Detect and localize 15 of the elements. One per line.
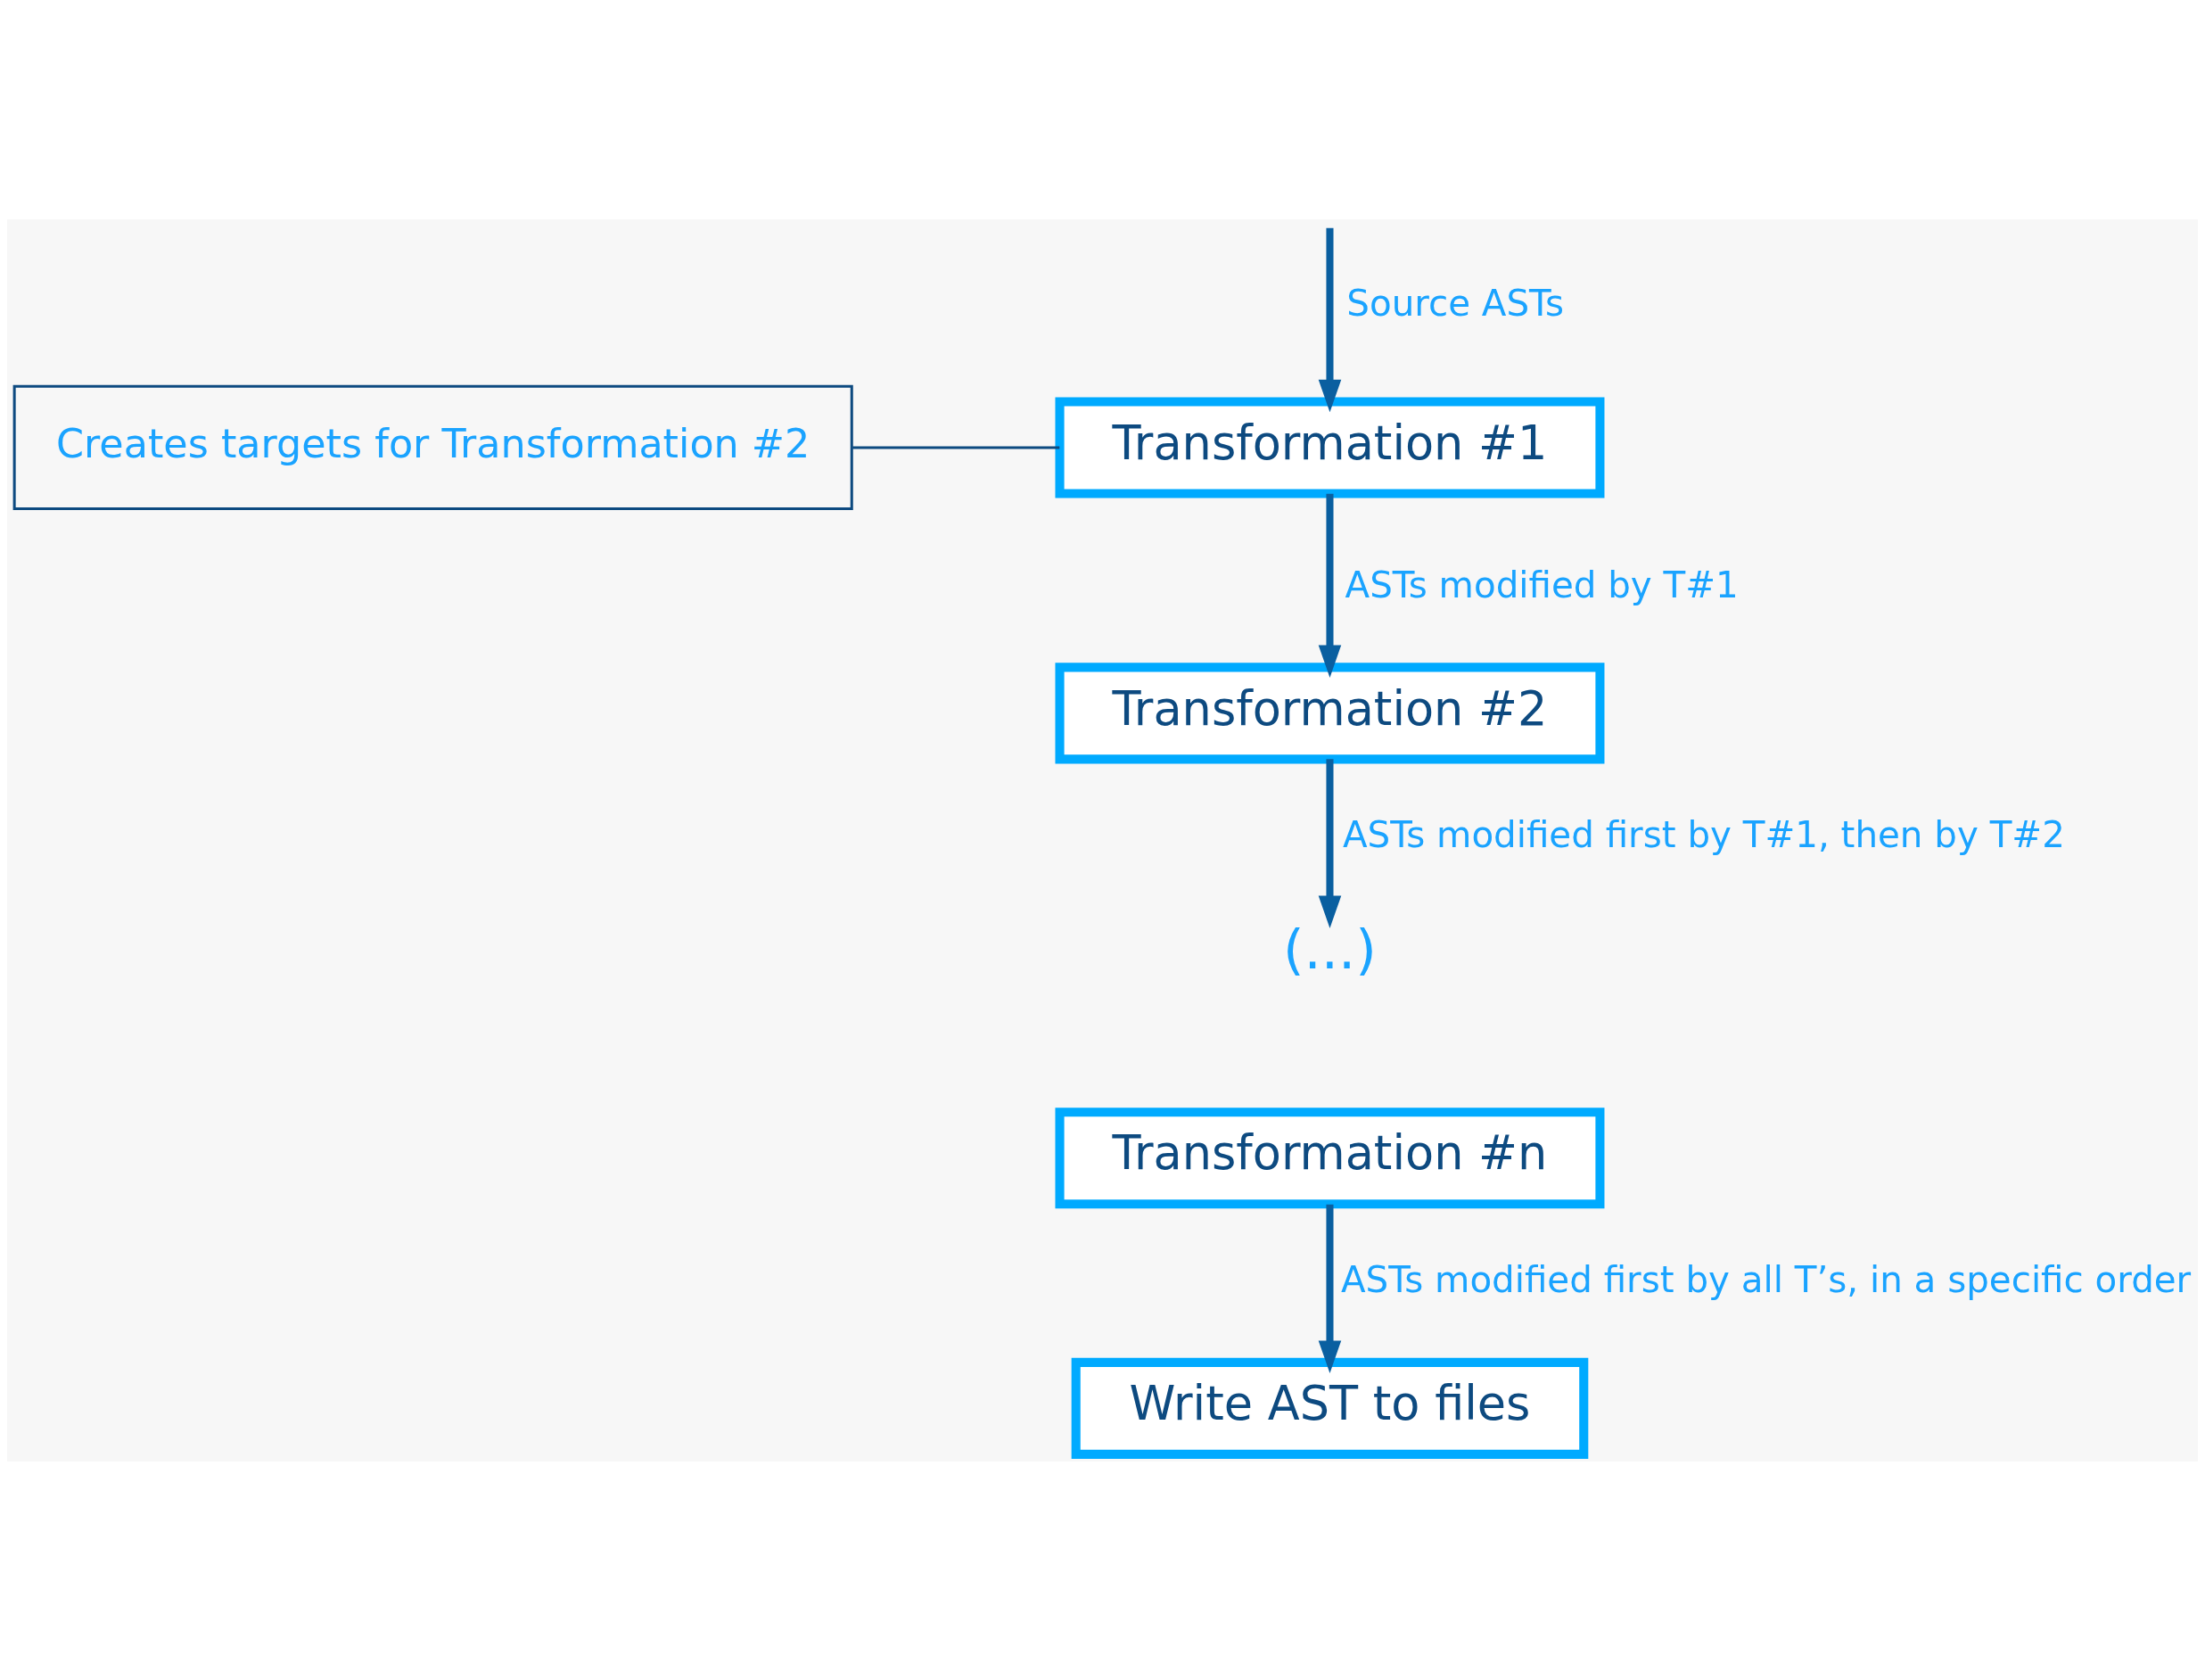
edge-label: ASTs modified first by all T’s, in a specific order (1340, 1258, 2192, 1301)
node-box: Transformation #1 (1055, 396, 1605, 498)
arrow (1318, 227, 1342, 412)
arrow (1318, 758, 1342, 928)
edge-label: Source ASTs (1346, 283, 1565, 325)
node-box: Write AST to files (1071, 1357, 1589, 1459)
node-box: Transformation #n (1055, 1107, 1605, 1208)
node-box: Transformation #2 (1055, 662, 1605, 763)
node-box: Creates targets for Transformation #2 (12, 384, 853, 510)
edge-label: ASTs modified by T#1 (1345, 564, 1739, 606)
edge-label: ASTs modified first by T#1, then by T#2 (1342, 813, 2065, 856)
arrow (1318, 1204, 1342, 1373)
arrow (1318, 493, 1342, 678)
connector (852, 445, 1060, 449)
node-text: (...) (1282, 918, 1378, 981)
